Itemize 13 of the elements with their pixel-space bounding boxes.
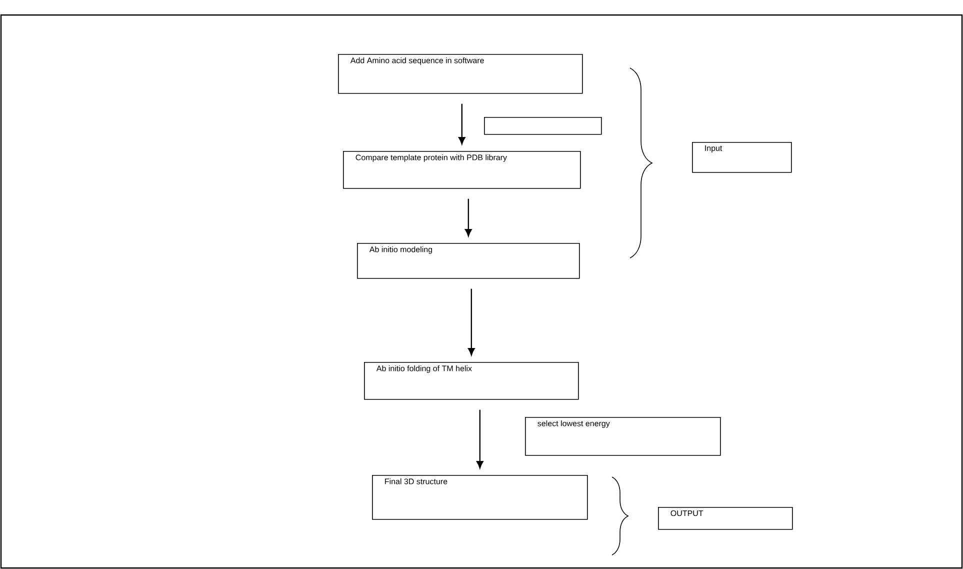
empty-box <box>484 117 602 135</box>
process-box: select lowest energy <box>525 416 721 456</box>
process-box: OUTPUT <box>658 506 793 530</box>
process-box: Add Amino acid sequence in software <box>338 54 583 94</box>
arrow <box>458 104 466 144</box>
process-box: Final 3D structure <box>372 474 588 520</box>
arrow <box>468 288 475 356</box>
arrow <box>476 410 484 468</box>
process-box: Ab initio folding of TM helix <box>364 362 579 400</box>
process-box: Compare template protein with PDB library <box>343 150 581 189</box>
process-box: Input <box>692 142 792 173</box>
process-box: Ab initio modeling <box>357 242 580 279</box>
arrow <box>464 198 472 236</box>
